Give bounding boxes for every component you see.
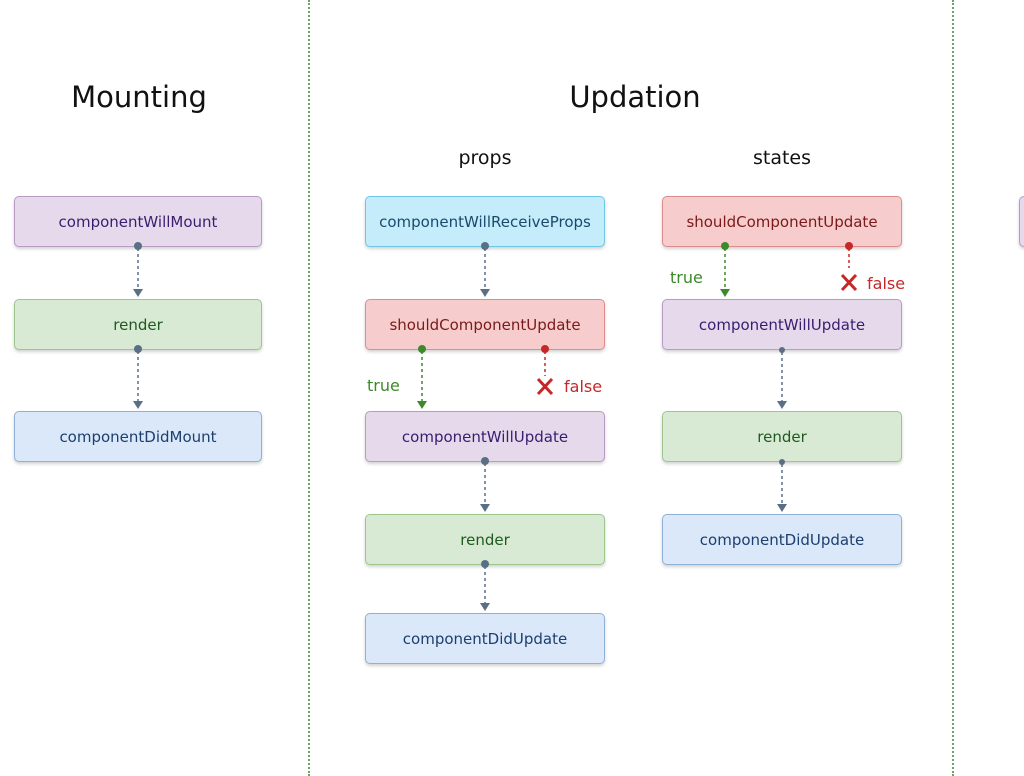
props-true-label: true bbox=[367, 376, 400, 395]
props-node-should-component-update: shouldComponentUpdate bbox=[365, 299, 605, 350]
props-true-arrow bbox=[417, 345, 427, 409]
mounting-arrow-1 bbox=[133, 242, 143, 297]
clipped-next-section-node bbox=[1019, 196, 1024, 247]
props-arrow-4 bbox=[480, 560, 490, 611]
section-divider-right bbox=[952, 0, 954, 776]
states-node-component-did-update: componentDidUpdate bbox=[662, 514, 902, 565]
states-false-branch bbox=[840, 242, 858, 292]
mounting-node-component-did-mount: componentDidMount bbox=[14, 411, 262, 462]
props-subtitle: props bbox=[458, 147, 512, 169]
states-true-label: true bbox=[670, 268, 703, 287]
updation-title: Updation bbox=[569, 80, 701, 114]
states-node-render: render bbox=[662, 411, 902, 462]
props-arrow-1 bbox=[480, 242, 490, 297]
props-arrow-3 bbox=[480, 457, 490, 512]
mounting-node-component-will-mount: componentWillMount bbox=[14, 196, 262, 247]
states-arrow-2 bbox=[777, 347, 787, 409]
section-divider-left bbox=[308, 0, 310, 776]
mounting-node-render: render bbox=[14, 299, 262, 350]
states-false-label: false bbox=[867, 274, 906, 293]
props-node-component-will-receive-props: componentWillReceiveProps bbox=[365, 196, 605, 247]
props-node-render: render bbox=[365, 514, 605, 565]
states-arrow-3 bbox=[777, 459, 787, 512]
states-node-should-component-update: shouldComponentUpdate bbox=[662, 196, 902, 247]
states-node-component-will-update: componentWillUpdate bbox=[662, 299, 902, 350]
props-node-component-will-update: componentWillUpdate bbox=[365, 411, 605, 462]
states-subtitle: states bbox=[752, 147, 812, 169]
states-true-arrow bbox=[720, 242, 730, 297]
props-false-branch bbox=[536, 345, 554, 396]
props-false-label: false bbox=[564, 377, 603, 396]
mounting-title: Mounting bbox=[71, 80, 207, 114]
mounting-arrow-2 bbox=[133, 345, 143, 409]
props-node-component-did-update: componentDidUpdate bbox=[365, 613, 605, 664]
